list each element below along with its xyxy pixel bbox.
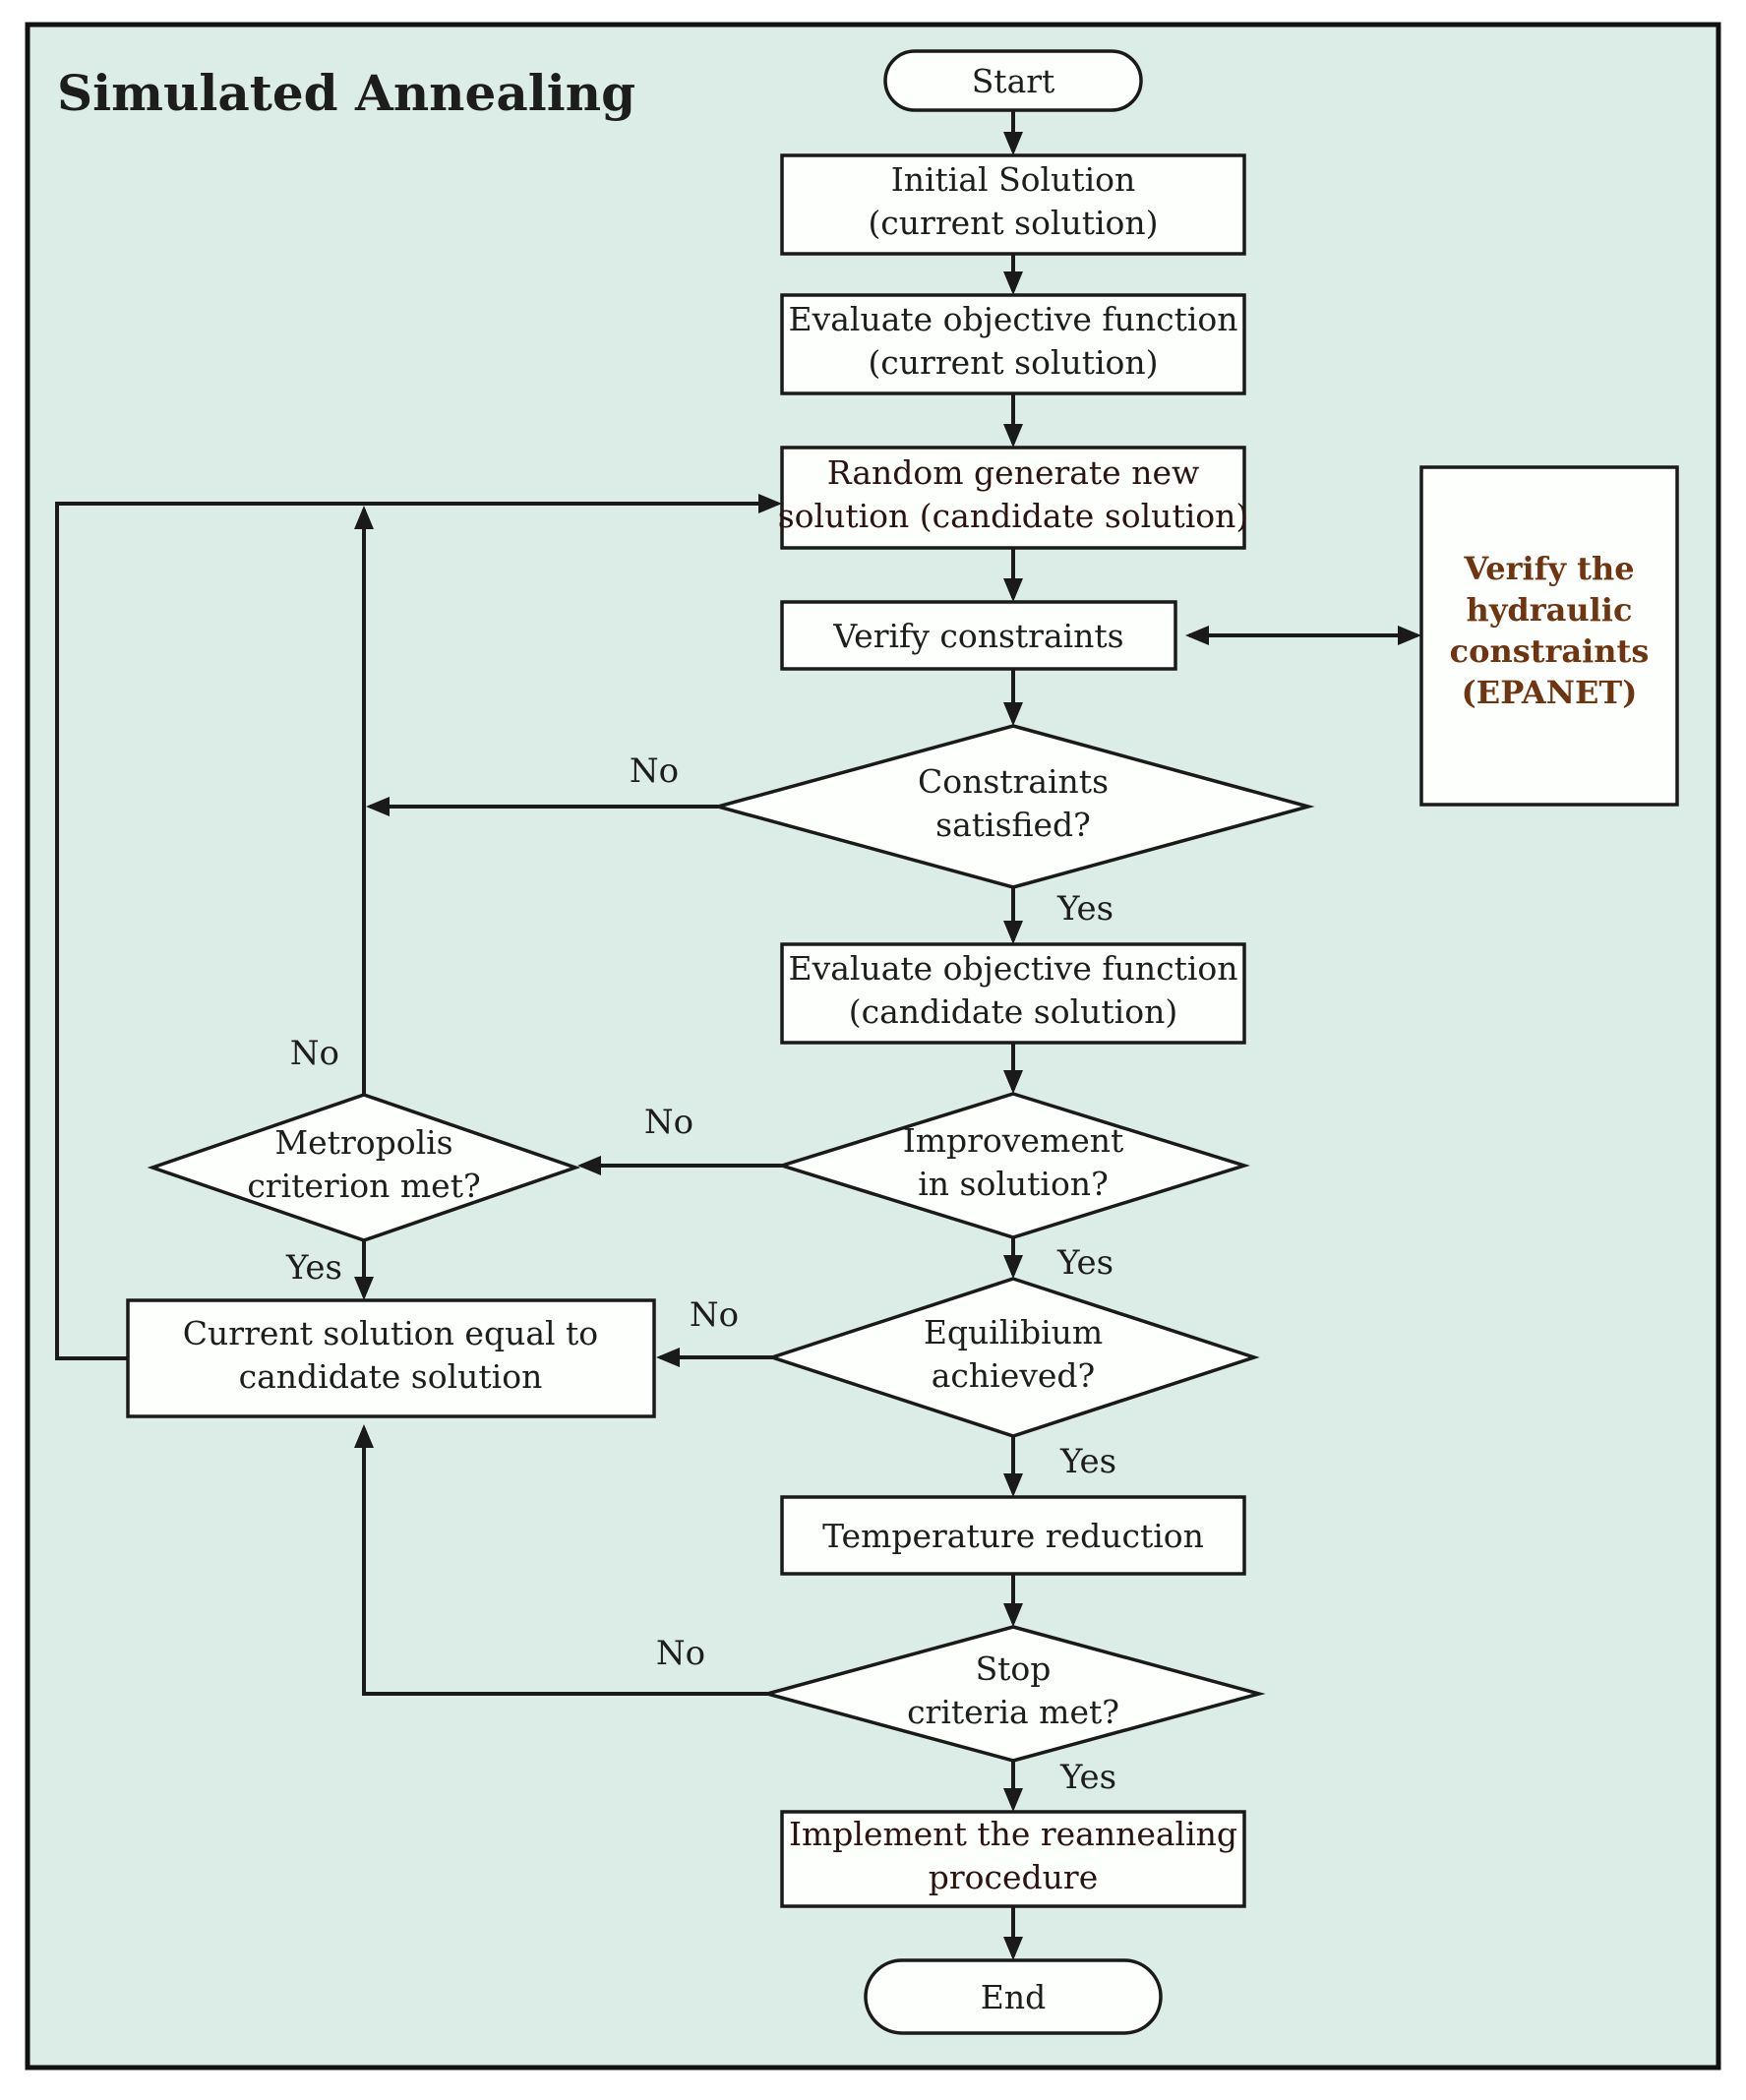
evaluate-current-box	[780, 293, 1246, 395]
equilibrium-diamond	[766, 1277, 1260, 1438]
edge-stop-no	[354, 1424, 767, 1696]
evaluate-candidate-line1: Evaluate objective function	[788, 949, 1237, 988]
label-equilibrium-no: No	[690, 1295, 739, 1335]
edge-labels: No Yes No Yes No Yes No Yes No Yes	[285, 751, 1116, 1797]
end-terminator-shape	[864, 1958, 1163, 2035]
node-stop-criteria: Stop criteria met?	[760, 1625, 1266, 1763]
label-stop-no: No	[656, 1634, 705, 1673]
label-equilibrium-yes: Yes	[1059, 1442, 1116, 1481]
page-title: Simulated Annealing	[57, 64, 635, 122]
label-improvement-no: No	[644, 1103, 693, 1142]
node-initial-solution: Initial Solution (current solution)	[780, 153, 1246, 256]
random-generate-line1: Random generate new	[827, 453, 1200, 492]
constraints-satisfied-line1: Constraints	[918, 762, 1109, 801]
label-metropolis-no: No	[290, 1034, 339, 1073]
improvement-diamond	[776, 1092, 1250, 1239]
node-current-equal: Current solution equal to candidate solu…	[126, 1298, 656, 1418]
hydraulic-constraints-box	[1419, 465, 1679, 807]
stop-criteria-line1: Stop	[976, 1650, 1052, 1688]
node-verify-constraints: Verify constraints	[780, 600, 1177, 671]
start-label: Start	[972, 62, 1055, 100]
node-temperature: Temperature reduction	[780, 1495, 1246, 1576]
initial-solution-line2: (current solution)	[868, 204, 1158, 242]
verify-constraints-box	[780, 600, 1177, 671]
current-equal-line2: candidate solution	[239, 1357, 543, 1396]
metropolis-line2: criterion met?	[247, 1167, 480, 1205]
node-evaluate-current: Evaluate objective function (current sol…	[780, 293, 1246, 395]
node-random-generate: Random generate new solution (candidate …	[778, 446, 1249, 550]
node-constraints-satisfied: Constraints satisfied?	[711, 724, 1315, 889]
node-end: End	[864, 1958, 1163, 2035]
initial-solution-box	[780, 153, 1246, 256]
stop-criteria-diamond	[760, 1625, 1266, 1763]
evaluate-current-line2: (current solution)	[868, 343, 1158, 382]
edges	[55, 110, 1421, 1960]
node-evaluate-candidate: Evaluate objective function (candidate s…	[780, 942, 1246, 1045]
equilibrium-line1: Equilibium	[924, 1313, 1103, 1351]
temperature-box	[780, 1495, 1246, 1576]
temperature-label: Temperature reduction	[822, 1517, 1204, 1555]
constraints-satisfied-line2: satisfied?	[935, 806, 1091, 844]
current-equal-box	[126, 1298, 656, 1418]
random-generate-line2: solution (candidate solution)	[778, 497, 1249, 535]
improvement-line1: Improvement	[903, 1121, 1124, 1160]
metropolis-diamond	[147, 1093, 581, 1242]
node-start: Start	[883, 49, 1143, 112]
metropolis-line1: Metropolis	[274, 1123, 452, 1162]
improvement-line2: in solution?	[918, 1165, 1109, 1203]
hydraulic-line1: Verify the	[1463, 550, 1634, 587]
reannealing-box	[780, 1810, 1246, 1908]
label-constraints-yes: Yes	[1056, 889, 1114, 929]
label-stop-yes: Yes	[1059, 1758, 1116, 1797]
node-equilibrium: Equilibium achieved?	[766, 1277, 1260, 1438]
end-label: End	[981, 1978, 1046, 2016]
evaluate-candidate-box	[780, 942, 1246, 1045]
label-constraints-no: No	[630, 751, 679, 791]
reannealing-line1: Implement the reannealing	[789, 1815, 1237, 1853]
hydraulic-line3: constraints	[1450, 632, 1650, 670]
random-generate-box	[780, 446, 1246, 550]
hydraulic-line2: hydraulic	[1467, 591, 1633, 629]
constraints-satisfied-diamond	[711, 724, 1315, 889]
evaluate-candidate-line2: (candidate solution)	[849, 992, 1177, 1031]
current-equal-line1: Current solution equal to	[183, 1314, 598, 1352]
initial-solution-line1: Initial Solution	[891, 160, 1136, 199]
node-metropolis: Metropolis criterion met?	[147, 1093, 581, 1242]
hydraulic-line4: (EPANET)	[1462, 674, 1638, 711]
node-reannealing: Implement the reannealing procedure	[780, 1810, 1246, 1908]
node-hydraulic-constraints: Verify the hydraulic constraints (EPANET…	[1419, 465, 1679, 807]
label-metropolis-yes: Yes	[285, 1248, 342, 1288]
equilibrium-line2: achieved?	[932, 1356, 1095, 1395]
node-improvement: Improvement in solution?	[776, 1092, 1250, 1239]
reannealing-line2: procedure	[929, 1858, 1098, 1896]
edge-current-loop-to-random	[55, 494, 782, 1360]
stop-criteria-line2: criteria met?	[907, 1693, 1119, 1731]
label-improvement-yes: Yes	[1056, 1243, 1114, 1283]
start-terminator-shape	[883, 49, 1143, 112]
verify-constraints-label: Verify constraints	[832, 617, 1123, 655]
evaluate-current-line1: Evaluate objective function	[788, 300, 1237, 338]
